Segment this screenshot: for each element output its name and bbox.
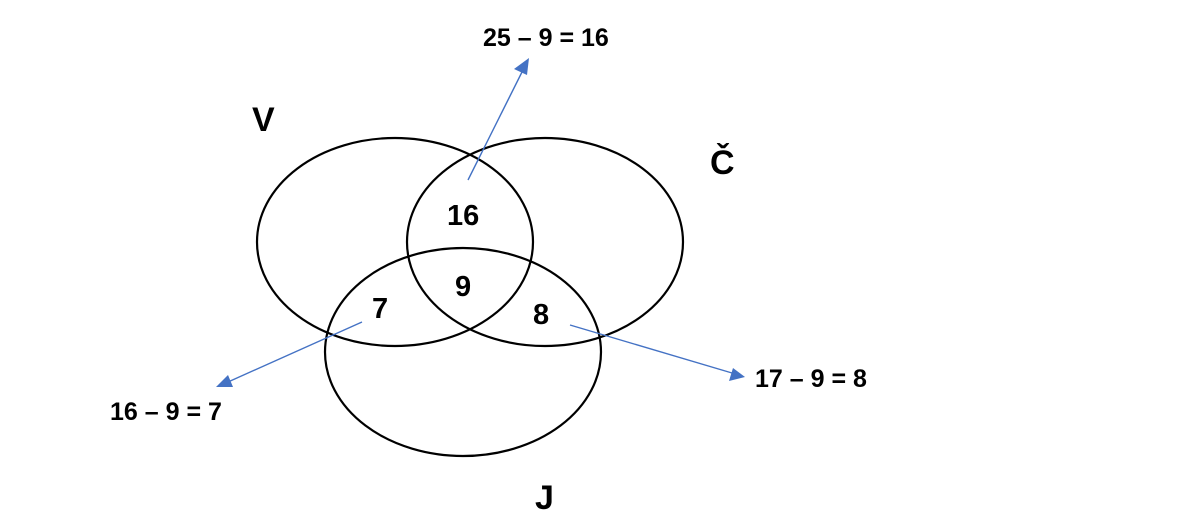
arrow-c-j-head (729, 368, 745, 381)
arrow-v-j-line (227, 321, 363, 383)
calc-v-c-text: 25 – 9 = 16 (483, 24, 609, 52)
region-v-c-value: 16 (447, 200, 479, 232)
arrow-v-j-head (216, 375, 233, 387)
arrow-c-j-line (569, 324, 733, 374)
region-all-three-value: 9 (455, 271, 471, 303)
calc-c-j-text: 17 – 9 = 8 (755, 365, 867, 393)
set-j-label: J (535, 479, 554, 517)
set-c-label: Č (710, 143, 735, 182)
arrow-v-c-line (467, 69, 524, 181)
set-c-circle (405, 136, 685, 348)
set-v-circle (255, 136, 535, 348)
region-v-j-value: 7 (372, 293, 388, 325)
set-j-circle (323, 246, 603, 458)
arrow-v-c-head (514, 58, 529, 75)
set-v-label: V (252, 101, 275, 139)
region-c-j-value: 8 (533, 299, 549, 331)
calc-v-j-text: 16 – 9 = 7 (110, 398, 222, 426)
